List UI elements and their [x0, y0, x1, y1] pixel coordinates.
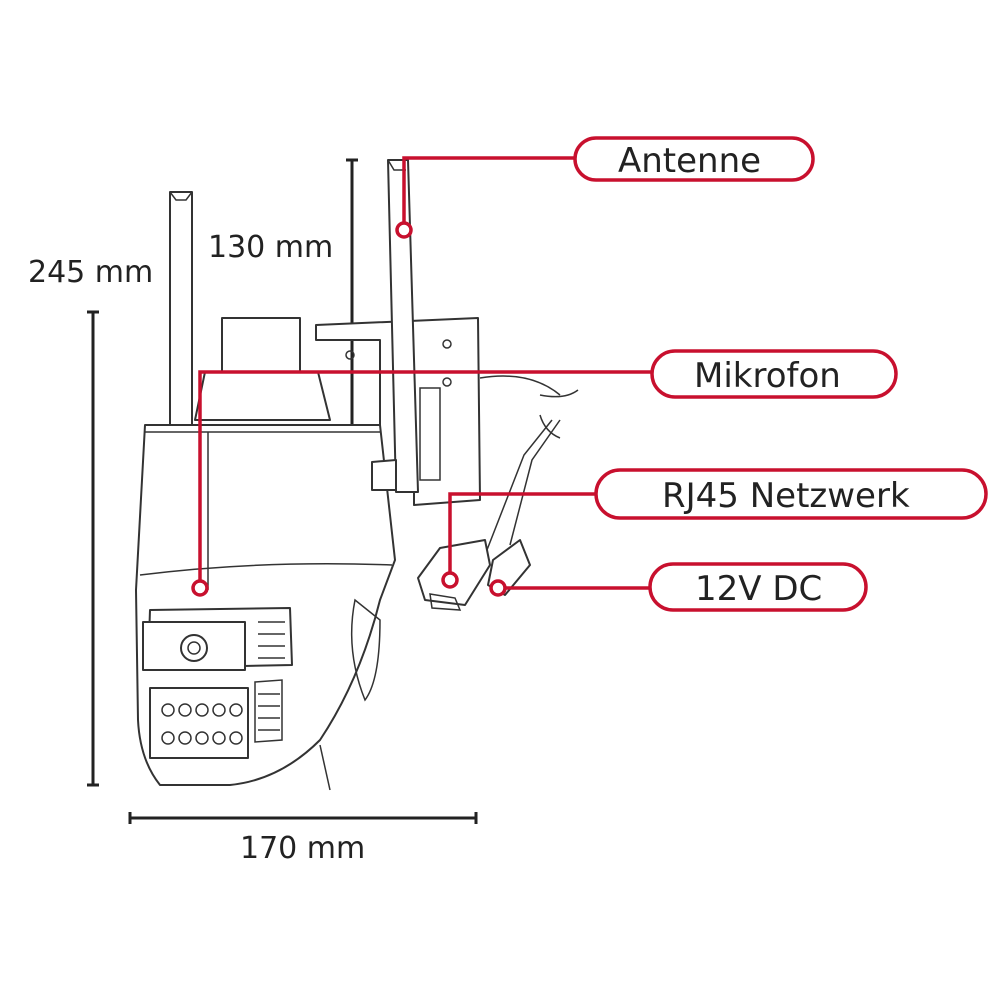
callout-rj45-dot — [441, 571, 459, 589]
callout-microphone-box — [650, 349, 898, 399]
callout-antenna-box — [573, 136, 815, 182]
power-label: 12V DC — [695, 569, 822, 609]
callout-microphone-line — [198, 370, 652, 588]
callout-power-box — [648, 562, 868, 612]
dimension-width: 170 mm — [128, 812, 478, 866]
callout-rj45: RJ45 Netzwerk — [441, 468, 988, 589]
rj45-label: RJ45 Netzwerk — [662, 476, 910, 516]
callout-rj45-box — [594, 468, 988, 520]
antenna-height-label: 130 mm — [208, 230, 333, 265]
width-label: 170 mm — [240, 831, 365, 866]
callout-antenna-dot — [395, 221, 413, 239]
callout-antenna-line — [402, 156, 575, 230]
callout-power-dot — [489, 579, 507, 597]
height-total-label: 245 mm — [28, 255, 153, 290]
callout-microphone: Mikrofon — [191, 349, 898, 597]
camera-illustration — [135, 159, 579, 791]
callout-microphone-dot — [191, 579, 209, 597]
antenna-label: Antenne — [618, 141, 761, 181]
ir-led-grid — [161, 703, 243, 745]
callout-antenna: Antenne — [395, 136, 815, 239]
dimension-height-total: 245 mm — [28, 255, 153, 787]
callout-power: 12V DC — [489, 562, 868, 612]
callout-rj45-line — [448, 492, 596, 580]
microphone-label: Mikrofon — [694, 356, 841, 396]
